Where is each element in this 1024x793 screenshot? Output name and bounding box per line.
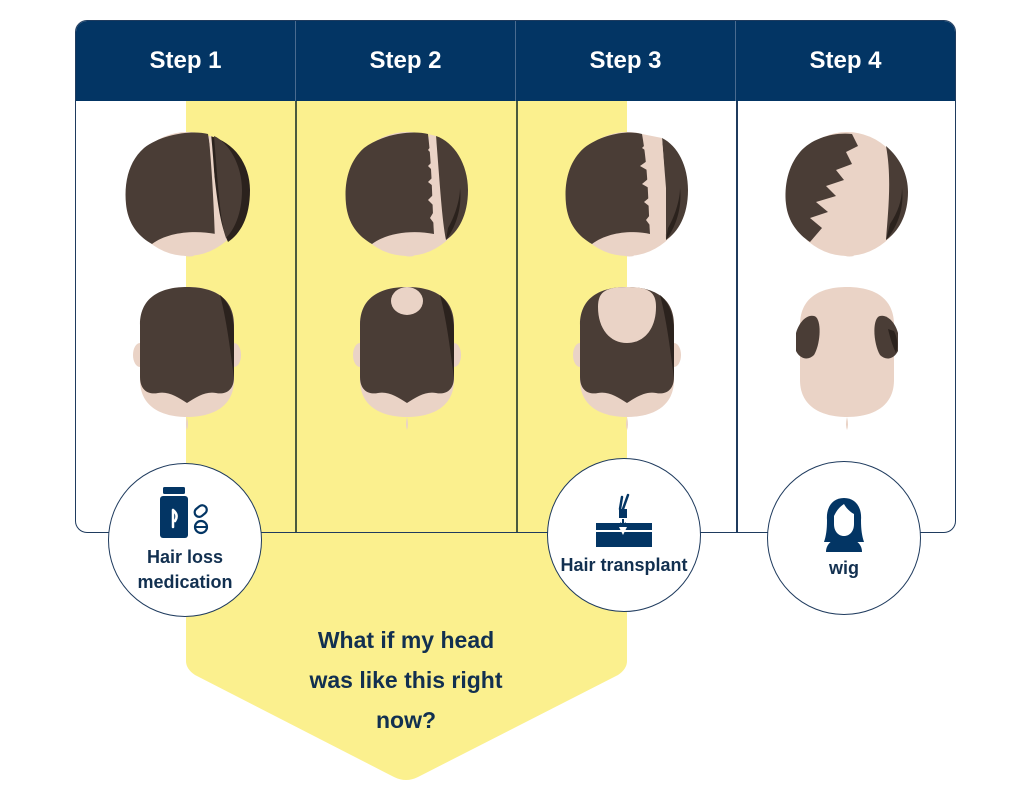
- hair-transplant-badge: Hair transplant: [547, 458, 701, 612]
- question-text: What if my head was like this right now?: [286, 620, 526, 740]
- column-divider: [516, 101, 518, 532]
- hair-loss-medication-badge: Hair loss medication: [108, 463, 262, 617]
- woman-wig-icon: [824, 497, 864, 552]
- step-1-top-head: [125, 132, 250, 257]
- question-line: now?: [375, 707, 437, 733]
- medicine-bottle-pills-icon: [160, 487, 209, 538]
- question-line: was like this right: [309, 667, 503, 693]
- step-2-header: Step 2: [296, 21, 516, 101]
- step-3-back-head: [573, 287, 681, 430]
- label-line: Hair loss: [146, 547, 224, 567]
- step-4-header: Step 4: [809, 47, 882, 74]
- steps-header-row: Step 1 Step 2 Step 3 Step 4: [76, 21, 955, 101]
- column-divider: [736, 101, 738, 532]
- step-1-header: Step 1: [76, 21, 296, 101]
- hair-loss-medication-label: Hair loss medication: [137, 545, 232, 595]
- step-3-top-head: [565, 132, 688, 257]
- steps-table: Step 1 Step 2 Step 3 Step 4: [75, 20, 956, 533]
- label-line: medication: [137, 572, 233, 592]
- step-4-top-head: [785, 132, 908, 257]
- column-divider: [295, 101, 297, 532]
- hair-transplant-icon: [596, 493, 652, 547]
- hair-transplant-label: Hair transplant: [560, 554, 688, 575]
- step-2-back-head: [353, 287, 461, 430]
- wig-label: wig: [829, 557, 859, 578]
- step-2-top-head: [345, 132, 468, 257]
- wig-badge: wig: [767, 461, 921, 615]
- step-3-header: Step 3: [516, 21, 736, 101]
- question-line: What if my head: [317, 627, 495, 653]
- step-1-back-head: [133, 287, 241, 430]
- step-4-back-head: [796, 287, 898, 430]
